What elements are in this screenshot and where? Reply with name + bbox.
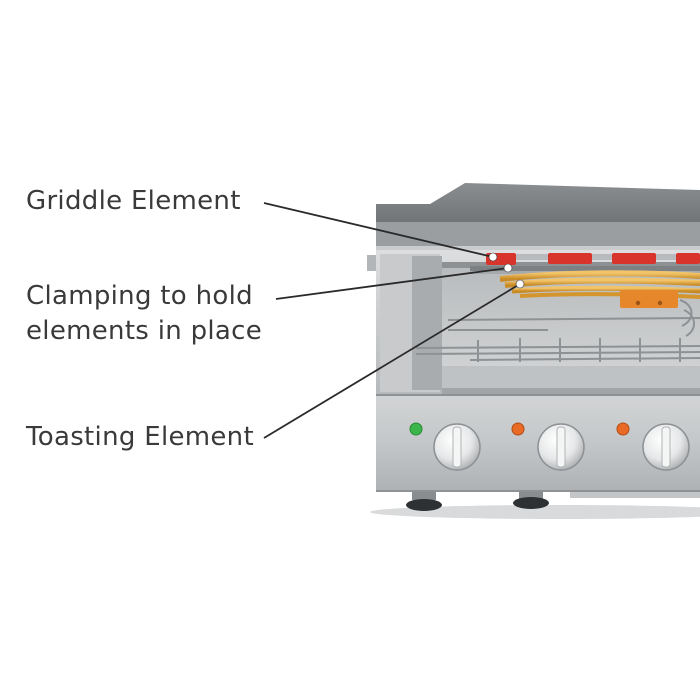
- foot: [406, 492, 442, 511]
- control-knob-icon[interactable]: [643, 424, 689, 470]
- base-strip: [570, 492, 700, 498]
- clamp-bracket: [620, 290, 678, 308]
- callout-text-line2: elements in place: [26, 314, 262, 349]
- indicator-light-icon: [410, 423, 422, 435]
- callout-text: Griddle Element: [26, 184, 241, 219]
- control-knob-icon[interactable]: [538, 424, 584, 470]
- control-knob-icon[interactable]: [434, 424, 480, 470]
- foot: [513, 492, 549, 509]
- indicator-light-icon: [617, 423, 629, 435]
- callout-text-line1: Clamping to hold: [26, 279, 262, 314]
- leader-dot-icon: [489, 253, 497, 261]
- indicator-light-icon: [512, 423, 524, 435]
- callout-text: Toasting Element: [26, 420, 254, 455]
- leader-dot-icon: [516, 280, 524, 288]
- callout-toasting-element: Toasting Element: [26, 420, 254, 455]
- callout-griddle-element: Griddle Element: [26, 184, 241, 219]
- leader-dot-icon: [504, 264, 512, 272]
- callout-clamping: Clamping to hold elements in place: [26, 279, 262, 349]
